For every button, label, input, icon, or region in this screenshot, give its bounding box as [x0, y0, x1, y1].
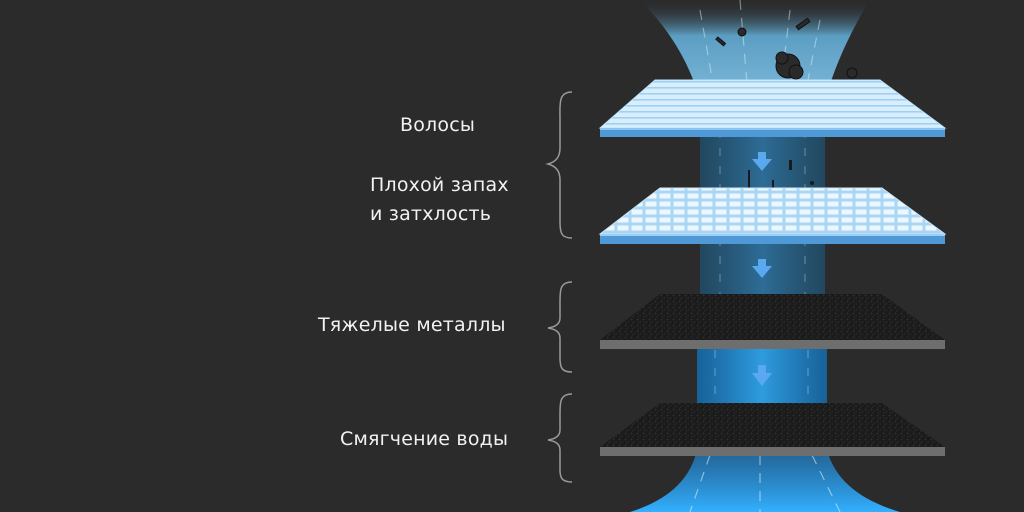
down-arrow-icon [752, 365, 772, 386]
outflow-stream [630, 450, 900, 512]
fiber-filter-layer [598, 79, 947, 137]
carbon-layer-2 [600, 403, 945, 456]
label-softening: Смягчение воды [340, 428, 509, 450]
label-odor-line2: и затхлость [370, 203, 492, 225]
inflow-funnel [640, 0, 870, 102]
label-odor-line1: Плохой запах [370, 174, 509, 196]
carbon-layer-1 [600, 294, 945, 349]
down-arrow-icon [752, 152, 772, 171]
bracket-middle [547, 281, 573, 373]
bracket-upper [545, 91, 573, 239]
down-arrow-icon [752, 259, 772, 278]
grid-filter-layer [598, 187, 947, 244]
bracket-lower [547, 393, 573, 483]
label-heavy-metals: Тяжелые металлы [318, 314, 506, 336]
label-hair: Волосы [400, 114, 476, 136]
